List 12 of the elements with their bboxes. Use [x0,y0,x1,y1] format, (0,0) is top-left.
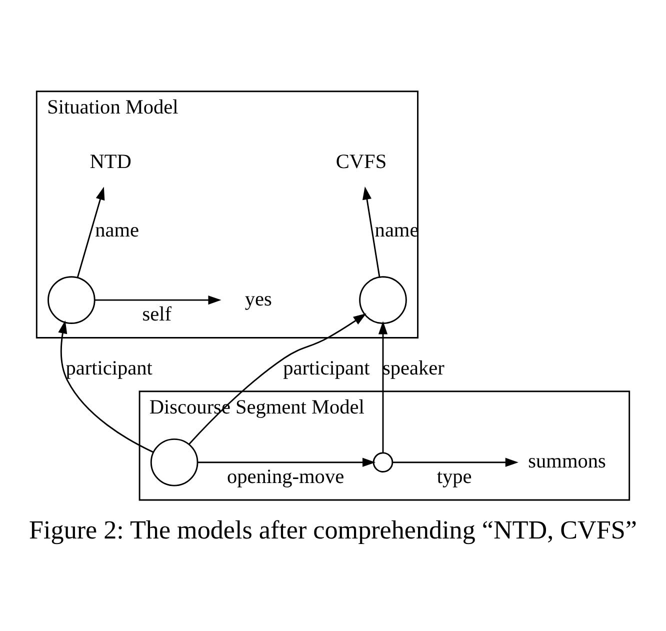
edge-label: type [436,465,472,488]
node-text: CVFS [336,150,387,172]
caption: Figure 2: The models after comprehending “NTD, CVFS” [29,514,637,544]
node-text: NTD [90,150,132,172]
edge-label: name [95,219,140,242]
edge-label: participant [66,356,152,379]
edge-label: opening-move [227,465,344,488]
node-text: summons [528,450,606,472]
edge-label: participant [283,356,370,379]
node-text: yes [244,288,272,310]
edge-label: speaker [382,356,444,379]
edge-label: self [142,303,172,326]
